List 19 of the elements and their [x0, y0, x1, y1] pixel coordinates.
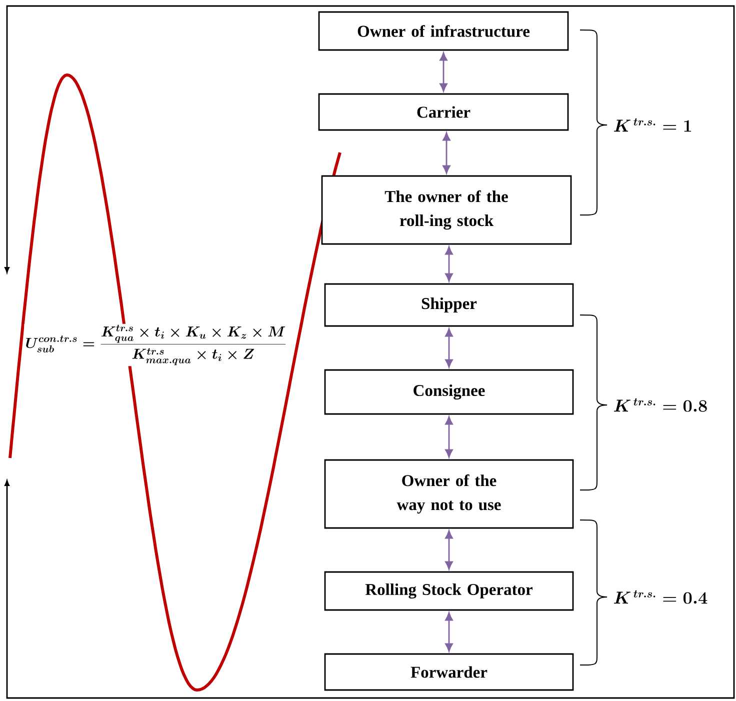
- process-box: Shipper: [324, 283, 574, 327]
- process-box: Rolling Stock Operator: [324, 571, 574, 611]
- process-box: Consignee: [324, 369, 574, 415]
- coefficient-label: $K^{\,tr.s.}=0.4$: [614, 590, 708, 604]
- double-arrow: [445, 328, 453, 368]
- double-arrow: [445, 416, 453, 458]
- process-box: Owner of infrastructure: [318, 11, 569, 51]
- double-arrow: [440, 52, 448, 92]
- double-arrow: [442, 132, 450, 174]
- double-arrow: [445, 246, 453, 282]
- formula: $U_{sub}^{con.tr.s}=\frac{K_{qua}^{tr.s}\times t_i\times K_u\times K_z\times M}{K_{max.qua}^{tr.s}\times t_i\times Z}$: [24, 324, 288, 366]
- process-box: Owner of the way not to use: [324, 459, 574, 529]
- coefficient-label: $K^{\,tr.s.}=0.8$: [614, 398, 707, 412]
- coefficient-label: $K^{\,tr.s.}=1$: [614, 118, 692, 132]
- double-arrow: [445, 612, 453, 652]
- process-box: Carrier: [318, 93, 569, 131]
- process-box: The owner of the roll-ing stock: [321, 175, 572, 245]
- process-box: Forwarder: [324, 653, 574, 691]
- double-arrow: [445, 530, 453, 570]
